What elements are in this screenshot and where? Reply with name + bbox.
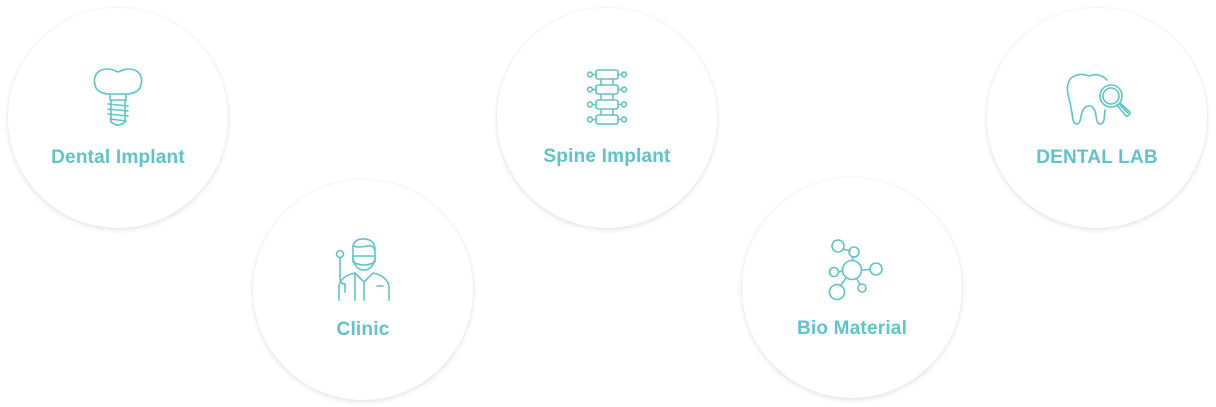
category-clinic[interactable]: Clinic — [253, 180, 473, 400]
category-dental-lab[interactable]: DENTAL LAB — [987, 8, 1207, 228]
tooth-magnifier-icon — [1063, 70, 1131, 126]
category-label: Dental Implant — [51, 147, 185, 168]
category-label: Clinic — [336, 319, 390, 340]
molecule-icon — [820, 236, 884, 302]
category-bio-material[interactable]: Bio Material — [742, 178, 962, 398]
category-label: Bio Material — [796, 318, 908, 339]
category-label: Spine Implant — [543, 146, 671, 167]
clinic-doctor-icon — [333, 236, 393, 302]
category-label: DENTAL LAB — [1036, 147, 1158, 168]
spine-icon — [585, 68, 629, 128]
category-spine-implant[interactable]: Spine Implant — [497, 8, 717, 228]
category-dental-implant[interactable]: Dental Implant — [8, 8, 228, 228]
dental-implant-icon — [90, 66, 146, 130]
